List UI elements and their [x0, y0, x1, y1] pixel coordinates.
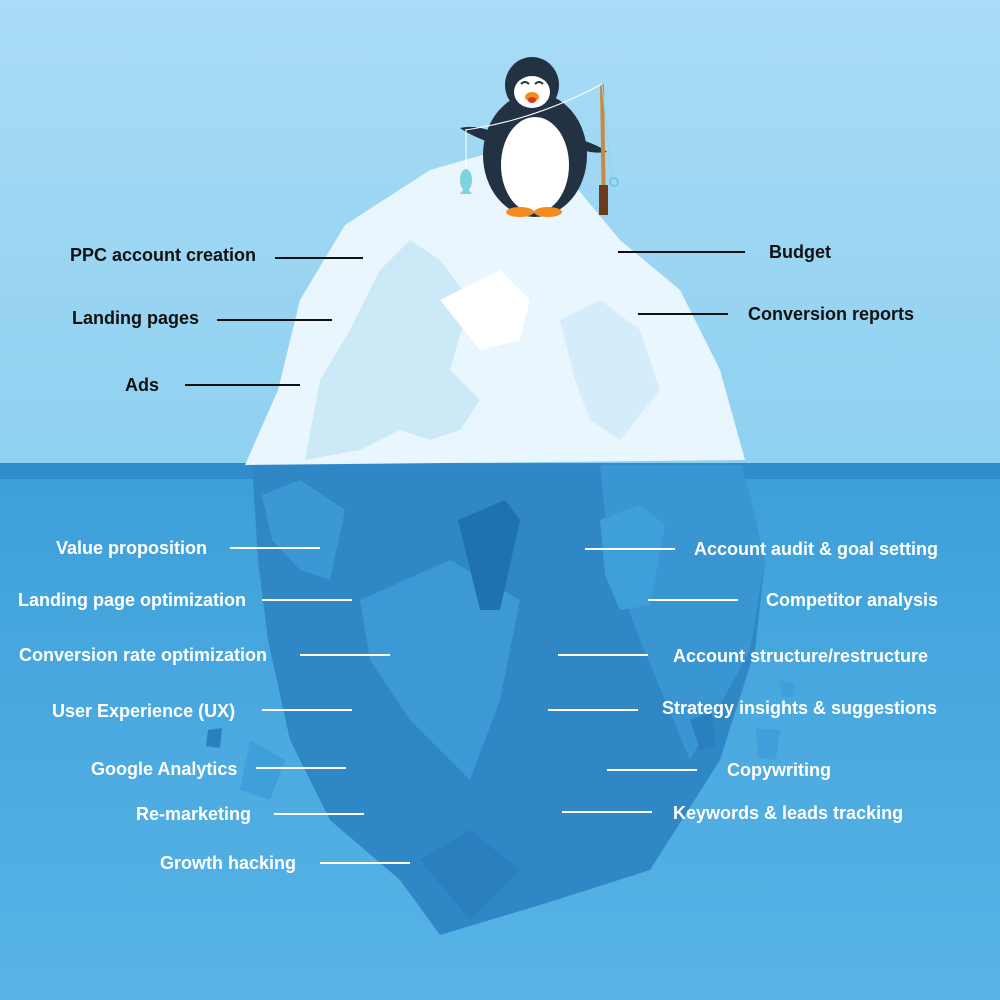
- label-keywords-leads-tracking: Keywords & leads tracking: [673, 802, 903, 824]
- label-strategy-insights: Strategy insights & suggestions: [662, 697, 937, 719]
- label-account-audit: Account audit & goal setting: [694, 538, 938, 560]
- label-competitor-analysis: Competitor analysis: [766, 589, 938, 611]
- label-conversion-rate-optimization: Conversion rate optimization: [19, 644, 267, 666]
- label-budget: Budget: [769, 241, 831, 263]
- label-value-proposition: Value proposition: [56, 537, 207, 559]
- label-landing-page-optimization: Landing page optimization: [18, 589, 246, 611]
- label-growth-hacking: Growth hacking: [160, 852, 296, 874]
- label-landing-pages: Landing pages: [72, 307, 199, 329]
- label-google-analytics: Google Analytics: [91, 758, 237, 780]
- label-ppc-account-creation: PPC account creation: [70, 244, 256, 266]
- label-ads: Ads: [125, 374, 159, 396]
- label-user-experience: User Experience (UX): [52, 700, 235, 722]
- label-conversion-reports: Conversion reports: [748, 303, 914, 325]
- label-re-marketing: Re-marketing: [136, 803, 251, 825]
- label-copywriting: Copywriting: [727, 759, 831, 781]
- label-account-structure: Account structure/restructure: [673, 645, 928, 667]
